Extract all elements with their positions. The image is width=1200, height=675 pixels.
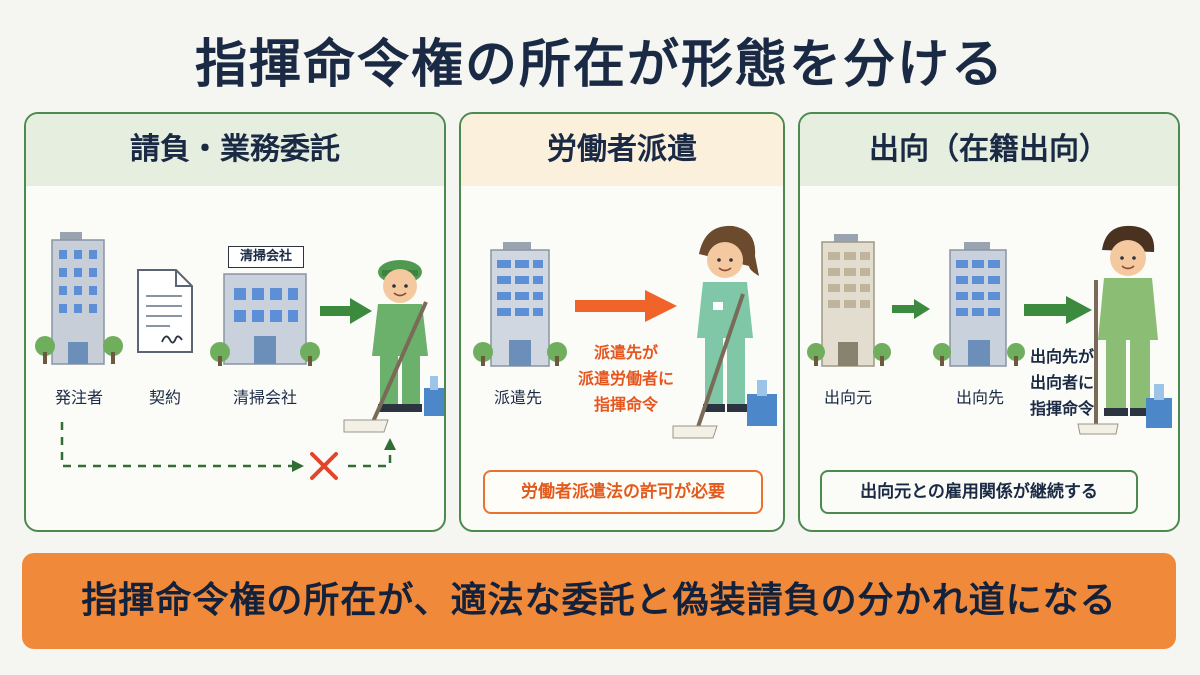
contracting-panel: 請負・業務委託 発注者 契約 清掃会 — [24, 112, 446, 532]
secondment-header: 出向（在籍出向） — [800, 114, 1178, 186]
cleaning-company-building-icon — [210, 273, 320, 366]
company-sign: 清掃会社 — [228, 246, 304, 268]
blocked-instruction-path-icon — [60, 422, 396, 480]
destination-building-icon — [933, 242, 1025, 367]
secondment-instruction-text: 出向先が 出向者に 指揮命令 — [1024, 344, 1100, 422]
employment-continues-note: 出向元との雇用関係が継続する — [820, 470, 1138, 514]
dispatch-permit-note: 労働者派遣法の許可が必要 — [483, 470, 763, 514]
contract-document-icon — [137, 269, 193, 353]
client-label: 発注者 — [54, 388, 103, 407]
secondment-instruction-arrow-icon — [1024, 296, 1092, 324]
secondment-instruction-line: 指揮命令 — [1029, 399, 1094, 418]
instruction-arrow-icon — [320, 298, 372, 324]
origin-label: 出向元 — [823, 388, 872, 407]
dispatch-header: 労働者派遣 — [461, 114, 783, 186]
dispatch-client-label: 派遣先 — [493, 388, 542, 407]
dispatch-instruction-line: 派遣先が — [593, 343, 658, 362]
destination-label: 出向先 — [955, 388, 1004, 407]
contract-label: 契約 — [148, 388, 181, 407]
cleaning-worker-icon — [343, 260, 444, 433]
origin-to-destination-arrow-icon — [892, 299, 930, 319]
dispatched-worker-icon — [672, 225, 777, 439]
client-building-icon — [35, 232, 123, 365]
dispatch-instruction-line: 派遣労働者に — [577, 369, 674, 388]
dispatch-instruction-text: 派遣先が 派遣労働者に 指揮命令 — [561, 340, 691, 418]
dispatch-instruction-arrow-icon — [575, 290, 677, 322]
secondment-panel: 出向（在籍出向） 出向元 出向先 — [798, 112, 1180, 532]
company-label: 清掃会社 — [232, 388, 297, 407]
dispatch-client-building-icon — [473, 242, 567, 367]
seconded-worker-icon — [1077, 225, 1172, 435]
secondment-instruction-line: 出向者に — [1029, 373, 1094, 392]
origin-building-icon — [807, 234, 891, 367]
contracting-header: 請負・業務委託 — [26, 114, 444, 186]
secondment-instruction-line: 出向先が — [1029, 347, 1094, 366]
bottom-banner: 指揮命令権の所在が、適法な委託と偽装請負の分かれ道になる — [22, 553, 1176, 649]
dispatch-instruction-line: 指揮命令 — [593, 395, 658, 414]
dispatch-panel: 労働者派遣 派遣先 派遣先が 派遣労働者に 指揮命令 — [459, 112, 785, 532]
page-title: 指揮命令権の所在が形態を分ける — [194, 35, 1005, 95]
